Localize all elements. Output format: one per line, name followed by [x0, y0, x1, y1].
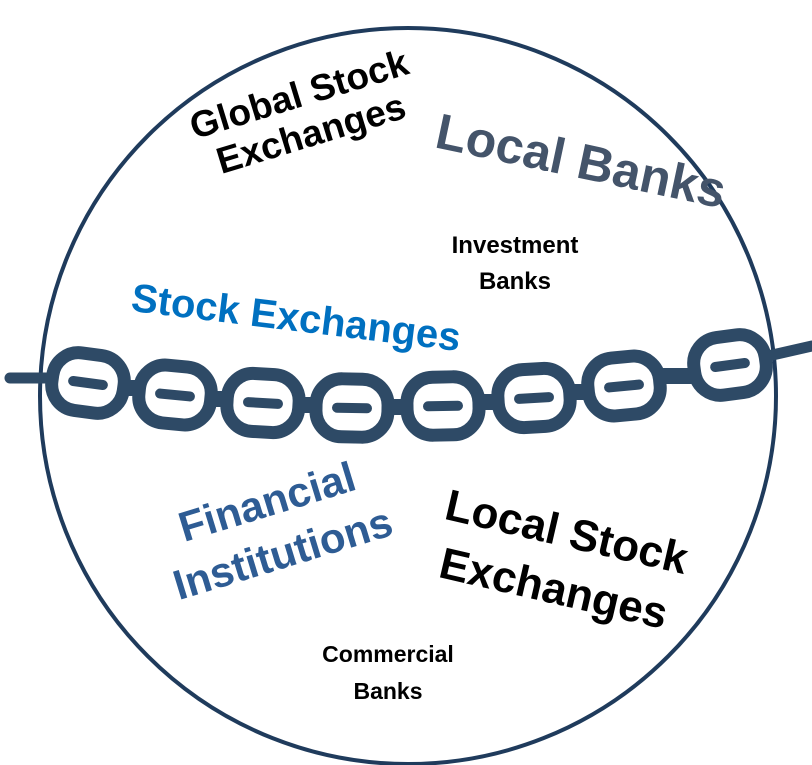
- label-investment-banks-line-1: Investment: [451, 232, 579, 259]
- chain: [4, 328, 812, 444]
- chain-link-bar: [155, 388, 195, 402]
- label-commercial-banks: Commercial Banks: [288, 643, 488, 703]
- chain-link-bar: [243, 397, 283, 409]
- chain-link-bar: [68, 375, 108, 391]
- chain-link-bar: [514, 392, 554, 404]
- chain-link-bar: [332, 402, 372, 414]
- chain-end-right: [762, 340, 812, 362]
- label-commercial-banks-line-1: Commercial: [322, 641, 454, 667]
- chain-link-bar: [710, 357, 750, 373]
- label-investment-banks: Investment Banks: [415, 234, 615, 294]
- label-commercial-banks-line-2: Banks: [353, 678, 423, 704]
- chain-link-bar: [604, 379, 644, 393]
- outer-circle: [38, 26, 778, 765]
- chain-link-bar: [423, 400, 463, 412]
- label-investment-banks-line-2: Banks: [478, 268, 552, 295]
